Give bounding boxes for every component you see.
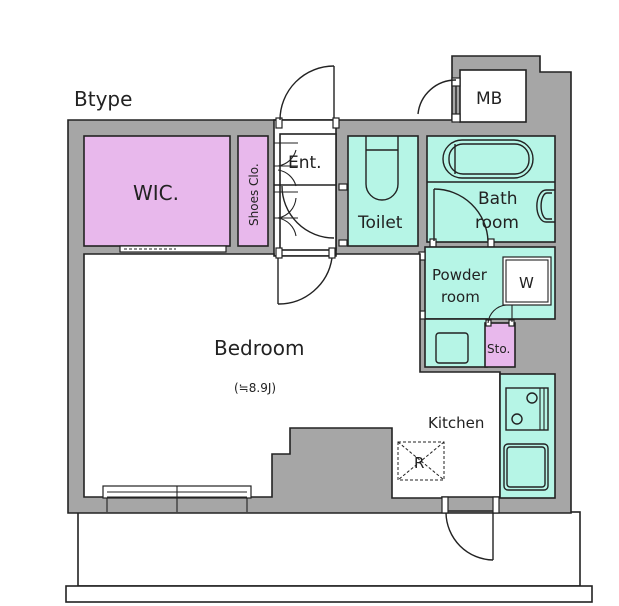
hall-door (275, 247, 336, 305)
bath-label-line1: Bath (478, 189, 518, 209)
meter-box: MB (417, 69, 527, 123)
unit-type-label: Btype (74, 87, 132, 111)
bedroom: Bedroom (≒8.9J) (83, 253, 501, 512)
toilet-room: Toilet (338, 135, 419, 247)
entrance-label: Ent. (288, 153, 322, 173)
bedroom-area-label: (≒8.9J) (234, 381, 276, 395)
powder-label-line1: Powder (432, 266, 488, 284)
wic-label: WIC. (133, 181, 179, 205)
bath-label-line2: room (475, 213, 519, 233)
bedroom-label: Bedroom (214, 336, 304, 360)
kitchen: Kitchen R (397, 373, 556, 561)
balcony (65, 511, 593, 603)
kitchen-label: Kitchen (428, 414, 484, 432)
storage-label: Sto. (487, 342, 510, 356)
bathroom: Bath room (426, 135, 556, 248)
storage: Sto. (484, 304, 516, 368)
toilet-label: Toilet (357, 213, 403, 233)
shoes-closet: Shoes Clo. (237, 135, 269, 247)
shoes-closet-label: Shoes Clo. (247, 163, 261, 226)
entrance: Ent. (273, 65, 340, 257)
refrigerator-label: R (414, 454, 424, 472)
wic-room: WIC. (83, 135, 231, 253)
washer-label: W (519, 274, 534, 292)
powder-room: W Powder room (366, 246, 556, 368)
mb-label: MB (476, 89, 502, 109)
powder-label-line2: room (441, 288, 480, 306)
